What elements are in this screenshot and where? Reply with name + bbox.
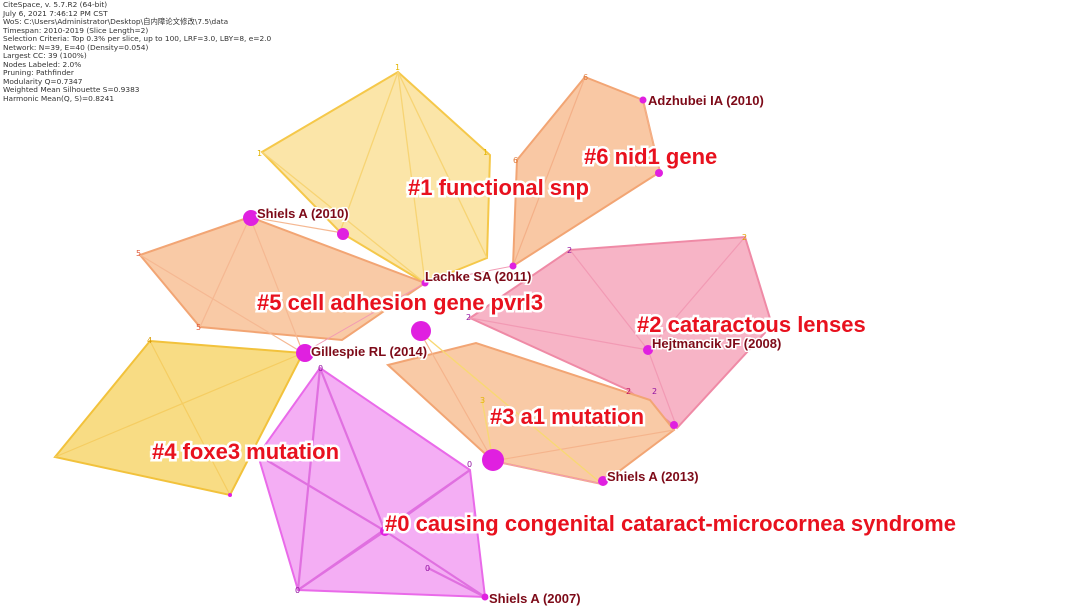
- cluster-label-4: #4 foxe3 mutation: [152, 439, 339, 464]
- summary-line: Largest CC: 39 (100%): [3, 51, 87, 60]
- summary-line: Nodes Labeled: 2.0%: [3, 59, 82, 69]
- node-label-adzhubei: Adzhubei IA (2010): [648, 93, 764, 108]
- node-label-shiels-2013: Shiels A (2013): [607, 469, 699, 484]
- hull-number: 2: [626, 387, 631, 396]
- hull-number: 2: [742, 233, 747, 242]
- hull-number: 6: [513, 156, 518, 165]
- node-shiels-2010[interactable]: [243, 210, 259, 226]
- hull-number: 2: [652, 387, 657, 396]
- hull-vertex-numbers: 1 1 1 6 6 5 5 4 2 2 2 2 2 3 0 0 0 0: [136, 63, 747, 595]
- node-nid1-gene[interactable]: [655, 169, 663, 177]
- summary-line: Weighted Mean Silhouette S=0.9383: [3, 85, 140, 94]
- cluster-6-hull[interactable]: [511, 75, 662, 268]
- cluster-2-hull[interactable]: [467, 235, 774, 430]
- node-hejtmancik-2008[interactable]: [643, 345, 653, 355]
- node-label-shiels-2010: Shiels A (2010): [257, 206, 349, 221]
- hull-number: 0: [425, 564, 430, 573]
- hull-number: 3: [480, 396, 485, 405]
- node-cataract-a1[interactable]: [670, 421, 678, 429]
- hull-number: 2: [466, 313, 471, 322]
- hull-number: 2: [567, 246, 572, 255]
- node-hub-2[interactable]: [482, 449, 504, 471]
- cluster-label-6: #6 nid1 gene: [584, 144, 717, 169]
- node-label-lachke: Lachke SA (2011): [425, 269, 531, 284]
- cluster-label-0: #0 causing congenital cataract-microcorn…: [385, 511, 956, 536]
- node-shiels-2007[interactable]: [481, 593, 489, 601]
- node-label-gillespie: Gillespie RL (2014): [311, 344, 427, 359]
- cluster-label-2: #2 cataractous lenses: [637, 312, 866, 337]
- cluster-label-1: #1 functional snp: [408, 175, 589, 200]
- summary-line: Timespan: 2010-2019 (Slice Length=2): [3, 25, 149, 35]
- summary-line: Modularity Q=0.7347: [3, 76, 83, 86]
- cluster-5-hull[interactable]: [138, 215, 428, 354]
- node-shiels-2013[interactable]: [598, 476, 608, 486]
- cluster-label-3: #3 a1 mutation: [490, 404, 644, 429]
- hull-number: 5: [196, 323, 201, 332]
- hull-number: 4: [147, 336, 152, 345]
- hull-number: 1: [395, 63, 400, 72]
- node-label-hejtmancik: Hejtmancik JF (2008): [652, 336, 781, 351]
- node-lachke-2011-b[interactable]: [337, 228, 349, 240]
- hull-number: 6: [583, 73, 588, 82]
- summary-line: Harmonic Mean(Q, S)=0.8241: [3, 93, 115, 103]
- node-adzhubei-2010[interactable]: [639, 96, 647, 104]
- node-hub-3[interactable]: [411, 321, 431, 341]
- hull-number: 5: [136, 249, 141, 258]
- hull-number: 1: [483, 148, 488, 157]
- hull-number: 1: [257, 149, 262, 158]
- citation-nodes: [228, 96, 678, 601]
- summary-line: Pruning: Pathfinder: [3, 68, 74, 77]
- cluster-label-5: #5 cell adhesion gene pvrl3: [257, 290, 543, 315]
- summary-line: Selection Criteria: Top 0.3% per slice, …: [3, 34, 272, 43]
- hull-number: 0: [318, 364, 323, 373]
- inter-cluster-links: [302, 265, 603, 485]
- node-congenital-cataract[interactable]: [380, 526, 390, 536]
- hull-number: 0: [295, 586, 300, 595]
- node-foxe3[interactable]: [228, 493, 232, 497]
- summary-line: WoS: C:\Users\Administrator\Desktop\自内障论…: [3, 17, 229, 26]
- node-lachke-2011-c[interactable]: [509, 262, 517, 270]
- network-summary: CiteSpace, v. 5.7.R2 (64-bit) July 6, 20…: [3, 0, 272, 103]
- cluster-1-hull[interactable]: [260, 70, 492, 285]
- node-label-shiels-2007: Shiels A (2007): [489, 591, 581, 606]
- node-gillespie-2014[interactable]: [296, 344, 314, 362]
- cluster-0-hull[interactable]: [256, 366, 487, 599]
- summary-line: Network: N=39, E=40 (Density=0.054): [3, 42, 149, 52]
- node-lachke-2011[interactable]: [421, 279, 429, 287]
- summary-line: CiteSpace, v. 5.7.R2 (64-bit): [3, 0, 108, 9]
- summary-line: July 6, 2021 7:46:12 PM CST: [3, 8, 108, 18]
- hull-number: 0: [467, 460, 472, 469]
